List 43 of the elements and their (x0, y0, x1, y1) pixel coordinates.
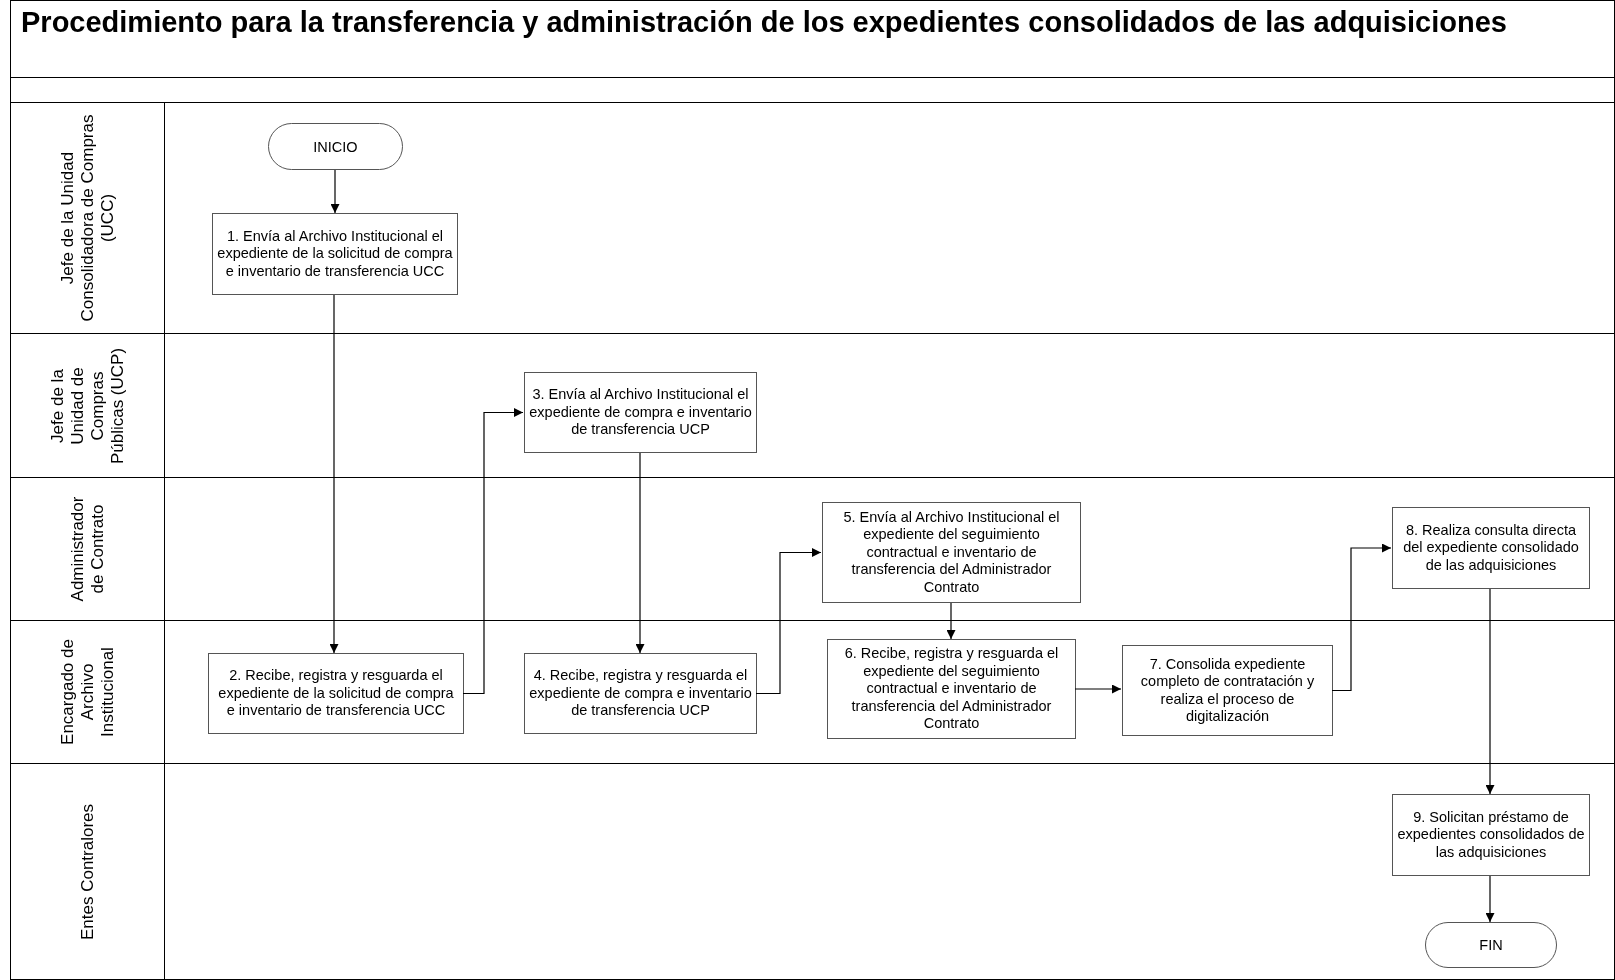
step-text: 2. Recibe, registra y resguarda el expediente de la solicitud de compra e inventario de transferencia UCC (217, 667, 455, 720)
swimlane (10, 334, 1615, 478)
lane-label: Entes Contralores (77, 802, 98, 942)
process-box (524, 372, 757, 453)
step-text: INICIO (313, 138, 358, 155)
step-text: FIN (1479, 937, 1503, 953)
arrow (1485, 588, 1495, 795)
arrow (329, 294, 339, 654)
arrow (1331, 543, 1392, 692)
step-text: 6. Recibe, registra y resguarda el expediente del seguimiento contractual e inventario de transferencia del Administrador Contrato (843, 645, 1060, 733)
lane-label: Encargado de Archivo Institucional (57, 638, 118, 747)
terminator (268, 123, 403, 170)
arrow (635, 452, 645, 654)
step-text: 4. Recibe, registra y resguarda el expediente de compra e inventario de transferencia UCP (529, 667, 752, 720)
process-box (822, 502, 1081, 603)
step-text: 8. Realiza consulta directa del expediente consolidado de las adquisiciones (1402, 521, 1580, 575)
process-box (208, 653, 464, 734)
arrow (462, 408, 524, 695)
diagram-title: Procedimiento para la transferencia y administración de los expedientes consolidados de las adquisiciones (10, 0, 1615, 78)
step-text: 9. Solicitan préstamo de expedientes consolidados de las adquisiciones (1397, 808, 1585, 862)
process-box (1122, 645, 1333, 736)
arrow (755, 548, 822, 695)
lane-label: Jefe de la Unidad Consolidadora de Compras (UCC) (57, 113, 118, 324)
swimlane (10, 764, 1615, 980)
process-box (524, 653, 757, 734)
step-text: 5. Envía al Archivo Institucional el expediente del seguimiento contractual e inventario de transferencia del Administrador Contrato (842, 508, 1061, 597)
step-text: 7. Consolida expediente completo de contratación y realiza el proceso de digitalización (1139, 655, 1316, 726)
step-text: 3. Envía al Archivo Institucional el expediente de compra e inventario de transferencia UCP (529, 386, 752, 439)
arrow (946, 602, 956, 640)
process-box (212, 213, 458, 295)
swimlane (10, 621, 1615, 764)
step-text: 1. Envía al Archivo Institucional el expediente de la solicitud de compra e inventario de transferencia UCC (217, 227, 453, 281)
lane-label: Jefe de la Unidad de Compras Públicas (UCP) (47, 346, 128, 466)
terminator (1425, 922, 1557, 968)
arrow (1074, 684, 1122, 694)
lane-label: Administrador de Contrato (67, 495, 108, 604)
arrow (330, 169, 340, 214)
swimlane (10, 103, 1615, 334)
process-box (827, 639, 1076, 739)
swimlane (10, 478, 1615, 621)
process-box (1392, 794, 1590, 876)
process-box (1392, 507, 1590, 589)
arrow (1485, 875, 1495, 923)
